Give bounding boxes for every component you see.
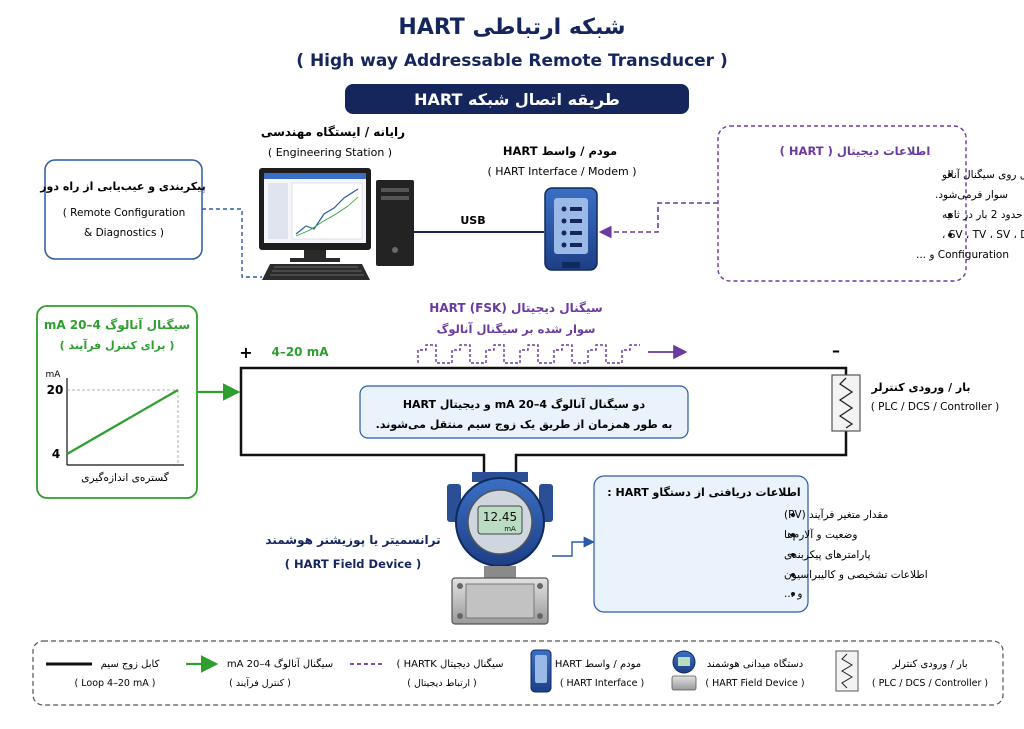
- received-info-connector: [552, 536, 595, 557]
- received-info-item-4: اطلاعات تشخیصی و کالیبراسیون: [784, 569, 928, 581]
- method-banner-label: طریقه اتصال شبکه HART: [414, 90, 620, 109]
- digital-info-item-2: نرخ بروز رسانی: حدود 2 بار در ثانیه: [942, 209, 1024, 221]
- legend-load-icon: [835, 650, 859, 692]
- legend-modem-fa: مودم / واسط HART: [555, 659, 641, 670]
- resistor-load-icon: [831, 374, 861, 432]
- legend-field-device-icon: [671, 650, 697, 691]
- digital-info-item-3b: Configuration و ...: [916, 249, 1009, 261]
- digital-info-item-1: مجموعه‌ای از اطلاعات دیجیتال روی سیگنال …: [941, 168, 1024, 181]
- analog-signal-title: سیگنال آنالوگ 4–20 mA: [44, 317, 190, 333]
- loop-info-line2: به طور همزمان از طریق یک زوج سیم منتقل م…: [376, 418, 673, 432]
- received-info-title: اطلاعات دریافتی از دستگاو HART :: [607, 486, 800, 499]
- analog-chart-ymax: 20: [47, 383, 64, 397]
- legend-digital-en: ( ارتباط دیجیتال ): [407, 678, 476, 689]
- digital-info-connector: [598, 202, 718, 239]
- received-info-item-1: مقدار متغیر فرآیند (PV): [784, 508, 888, 521]
- digital-info-item-1b: سوار فرمی‌شود.: [935, 189, 1008, 201]
- fsk-wave: [417, 344, 640, 364]
- received-info-item-3: پارامترهای پیکربندی: [784, 549, 871, 561]
- legend-device-fa: دستگاه میدانی هوشمند: [707, 658, 803, 670]
- station-title-en: ( Engineering Station ): [268, 146, 392, 159]
- loop-plus-sign: +: [239, 343, 252, 362]
- transmitter-title-en: ( HART Field Device ): [285, 557, 421, 571]
- analog-chart-ymin: 4: [52, 447, 60, 461]
- hart-transmitter-icon: [447, 472, 553, 625]
- legend-modem-en: ( HART Interface ): [560, 678, 644, 689]
- loop-minus-sign: –: [832, 341, 840, 360]
- loop-cable-bottom: [514, 431, 848, 476]
- analog-mini-chart: [66, 378, 184, 466]
- transmitter-display-unit: mA: [504, 525, 516, 533]
- fsk-subtitle: سوار شده بر سیگنال آنالوگ: [437, 322, 596, 337]
- loop-cable-top: [239, 366, 848, 476]
- transmitter-display-value: 12.45: [483, 510, 517, 524]
- page-subtitle: ( High way Addressable Remote Transducer…: [296, 51, 728, 71]
- remote-config-line2: & Diagnostics ): [84, 227, 164, 239]
- legend-modem-icon: [530, 649, 552, 693]
- controller-title-en: ( PLC / DCS / Controller ): [871, 401, 1000, 413]
- loop-info-box: [359, 385, 689, 439]
- computer-icon: [259, 168, 414, 280]
- analog-chart-unit: mA: [46, 370, 62, 380]
- modem-title-fa: مودم / واسط HART: [503, 144, 617, 159]
- analog-signal-box: [36, 305, 198, 499]
- loop-current-label: 4–20 mA: [271, 345, 329, 359]
- remote-config-connector: [202, 208, 262, 278]
- page-title: شبکه ارتباطی HART: [398, 15, 625, 40]
- analog-chart-xlabel: گستره‌ی اندازه‌گیری: [81, 471, 168, 484]
- loop-info-line1: دو سیگنال آنالوگ 4–20 mA و دیجیتال HART: [403, 397, 646, 411]
- method-banner: [345, 84, 689, 114]
- received-info-item-2: وضعیت و آلارم‌ها: [784, 528, 858, 541]
- legend-device-en: ( HART Field Device ): [705, 678, 804, 689]
- usb-label: USB: [460, 214, 485, 227]
- legend-load-fa: بار / ورودی کنترلر: [891, 659, 967, 670]
- legend-box: [32, 640, 1004, 706]
- station-title-fa: رایانه / ایستگاه مهندسی: [261, 125, 405, 139]
- modem-title-en: ( HART Interface / Modem ): [487, 165, 636, 178]
- analog-signal-subtitle: ( برای کنترل فرآیند ): [60, 338, 175, 352]
- transmitter-title-fa: ترانسمیتر یا پوزیشنر هوشمند: [265, 533, 440, 548]
- legend-load-en: ( PLC / DCS / Controller ): [872, 678, 988, 689]
- controller-title-fa: بار / ورودی کنترلر: [870, 381, 970, 394]
- digital-info-item-3: شامل: SV ، TV ، SV ، Diagnostics ،: [942, 229, 1024, 241]
- remote-config-title: پیکربندی و عیب‌یابی از راه دور: [39, 180, 206, 193]
- received-info-box: [593, 475, 809, 613]
- legend-cable-fa: کابل زوج سیم: [101, 659, 160, 670]
- digital-info-title: اطلاعات دیجیتال ( HART ): [780, 144, 931, 158]
- legend-cable-en: ( Loop 4–20 mA ): [75, 678, 156, 689]
- legend-analog-fa: سیگنال آنالوگ 4–20 mA: [227, 657, 333, 670]
- legend-analog-en: ( کنترل فرآیند ): [229, 676, 291, 689]
- remote-config-line1: ( Remote Configuration: [63, 207, 186, 219]
- fsk-title: سیگنال دیجیتال HART (FSK): [429, 301, 602, 315]
- hart-modem-icon: [544, 187, 598, 271]
- legend-digital-fa: سیگنال دیجیتال HARTK ): [397, 658, 504, 670]
